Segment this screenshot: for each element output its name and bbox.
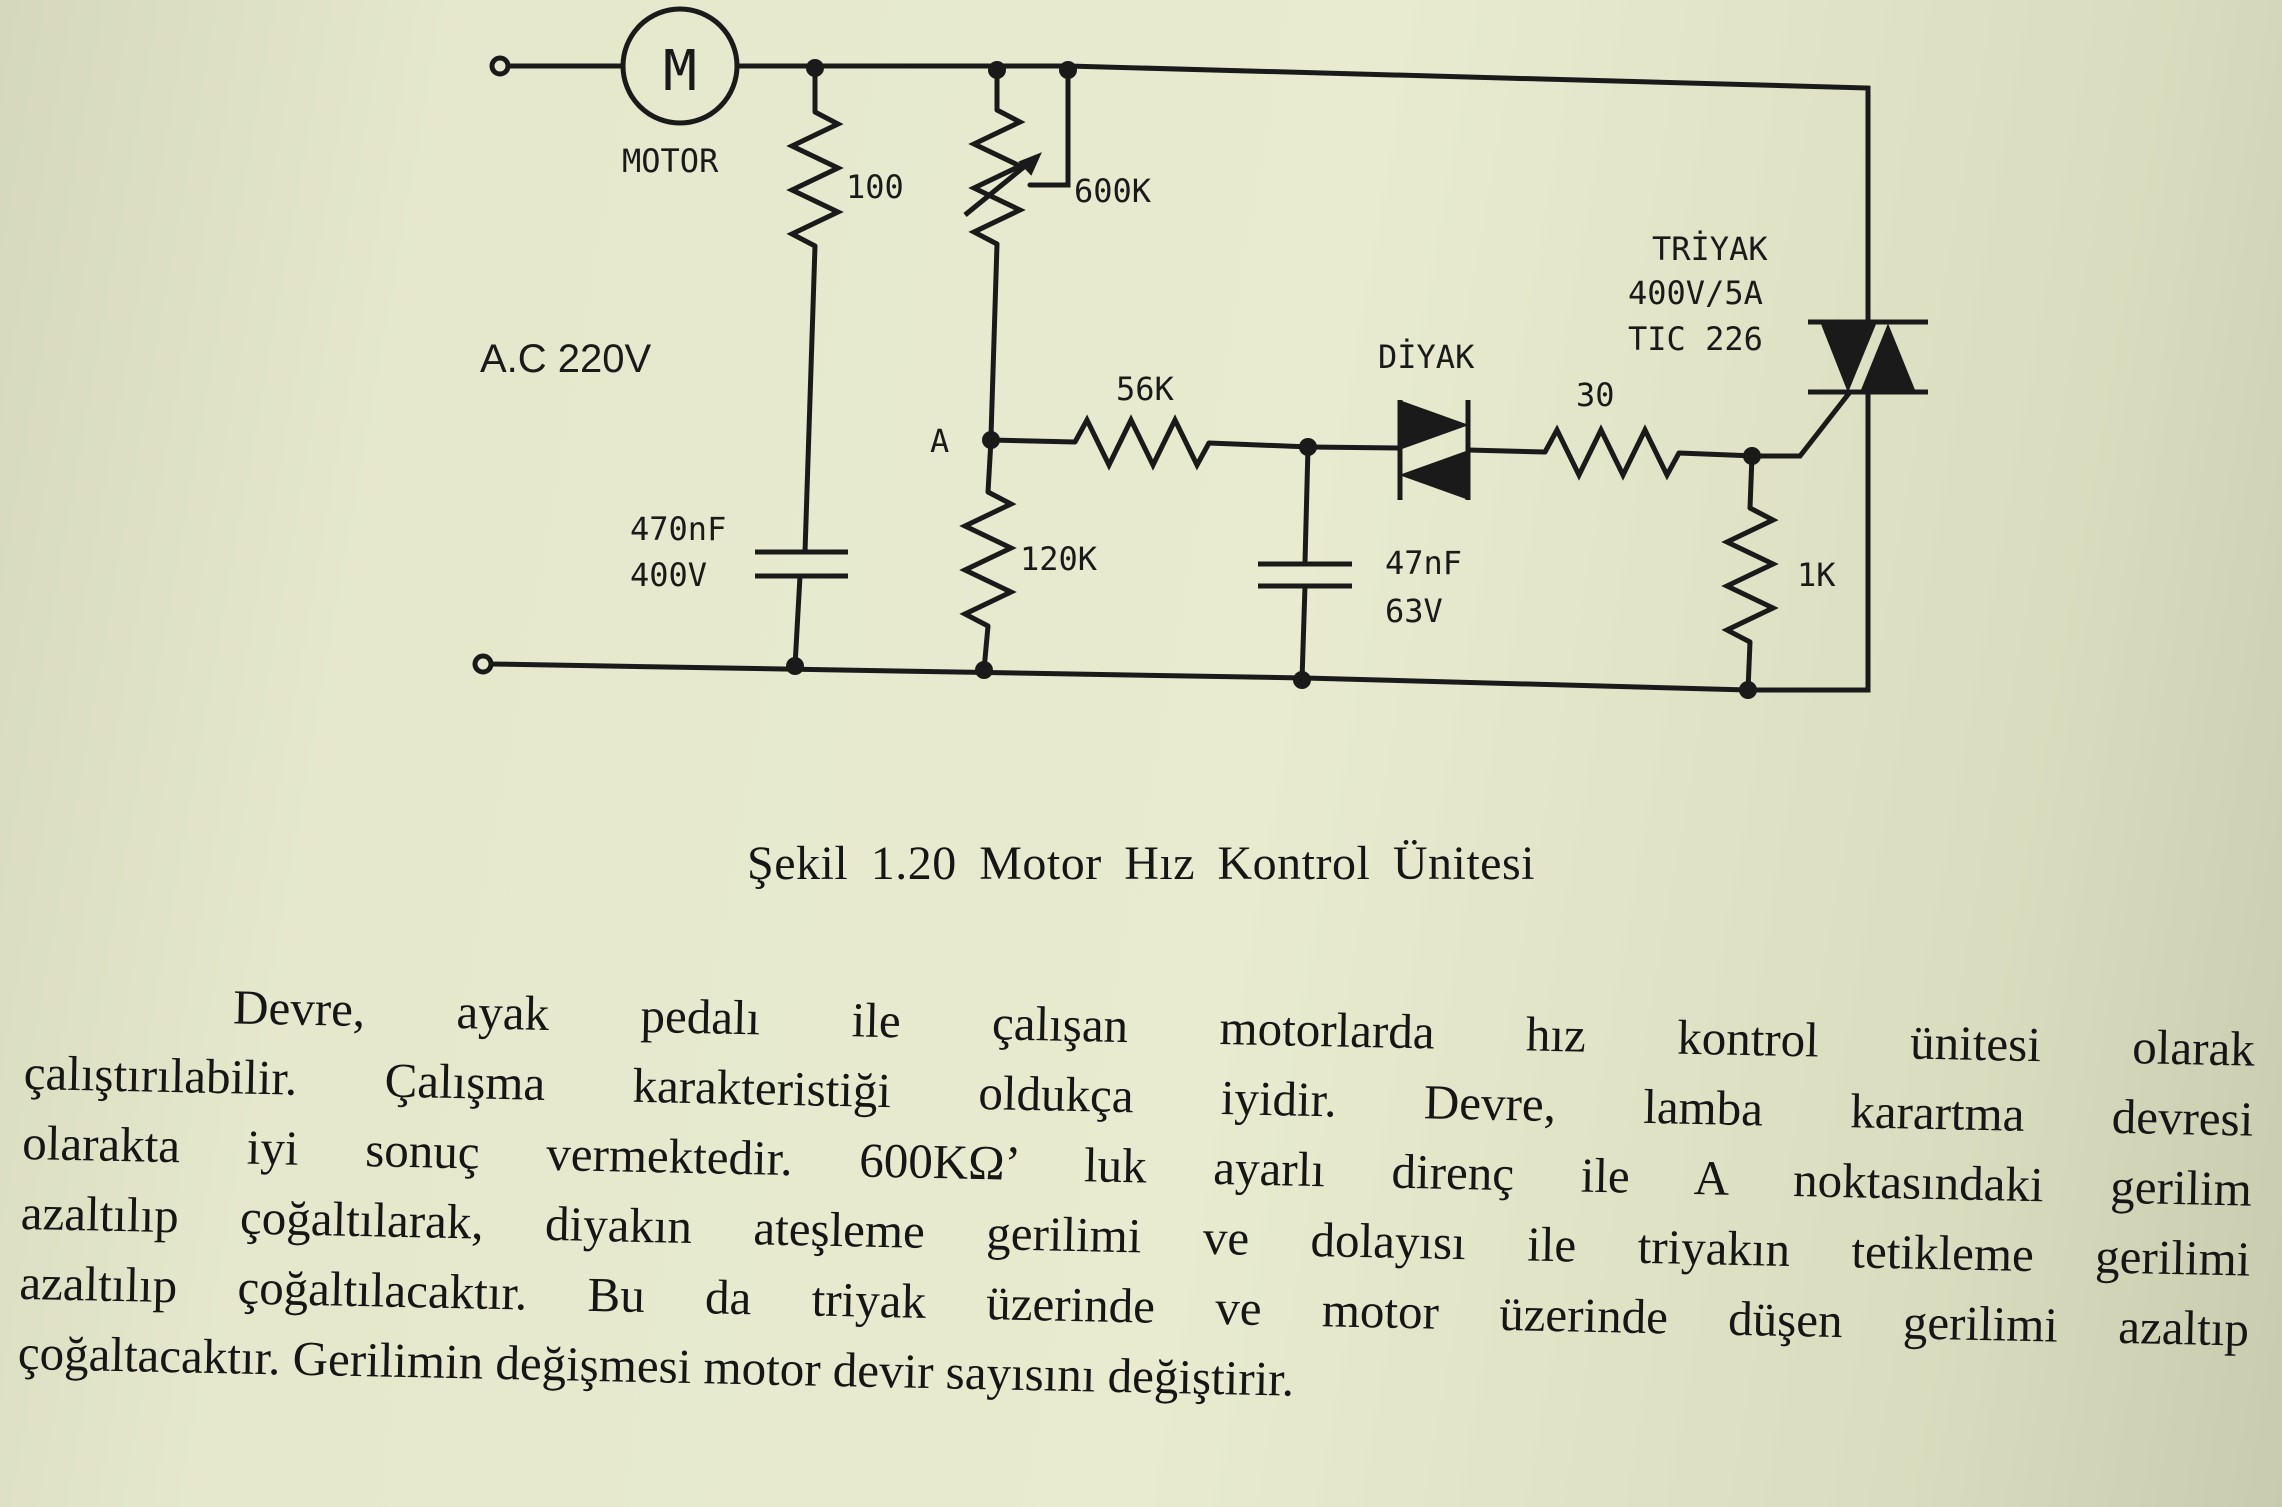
resistor-30 bbox=[1542, 424, 1758, 481]
resistor-1k bbox=[1721, 453, 1779, 693]
resistor-1k-label: 1K bbox=[1797, 556, 1836, 594]
capacitor-470nf-value: 470nF bbox=[630, 510, 726, 548]
circuit-schematic: M MOTOR A.C 220V 100 470nF 400V bbox=[472, 6, 1928, 699]
body-paragraph: Devre, ayak pedalı ile çalışan motorlard… bbox=[17, 968, 2255, 1435]
capacitor-47nf-voltage: 63V bbox=[1385, 592, 1443, 630]
capacitor-470nf-voltage: 400V bbox=[630, 556, 707, 594]
resistor-100-label: 100 bbox=[846, 168, 904, 206]
node-a-label: A bbox=[930, 422, 949, 460]
triac-part: TIC 226 bbox=[1628, 320, 1763, 358]
top-rail bbox=[489, 55, 1871, 323]
resistor-30-label: 30 bbox=[1576, 376, 1615, 414]
capacitor-470nf bbox=[755, 549, 848, 669]
source-label: A.C 220V bbox=[480, 337, 652, 381]
motor-label: MOTOR bbox=[622, 142, 719, 180]
resistor-120k bbox=[959, 437, 1017, 673]
triac-name: TRİYAK bbox=[1652, 230, 1768, 268]
diac-symbol bbox=[1307, 400, 1548, 500]
capacitor-47nf-value: 47nF bbox=[1385, 544, 1462, 582]
capacitor-47nf bbox=[1258, 444, 1352, 683]
resistor-56k bbox=[988, 414, 1313, 471]
resistor-100 bbox=[786, 65, 844, 555]
triac-symbol bbox=[1752, 319, 1928, 563]
resistor-56k-label: 56K bbox=[1116, 370, 1175, 408]
triac-rating: 400V/5A bbox=[1628, 274, 1763, 312]
junction-dots bbox=[786, 59, 1761, 699]
motor-symbol: M bbox=[620, 6, 740, 126]
resistor-120k-label: 120K bbox=[1020, 540, 1098, 578]
diac-label: DİYAK bbox=[1378, 338, 1475, 376]
potentiometer-600k-label: 600K bbox=[1074, 172, 1152, 210]
figure-caption: Şekil 1.20 Motor Hız Kontrol Ünitesi bbox=[747, 837, 1535, 890]
motor-symbol-letter: M bbox=[663, 39, 697, 104]
potentiometer-600k bbox=[963, 67, 1071, 439]
